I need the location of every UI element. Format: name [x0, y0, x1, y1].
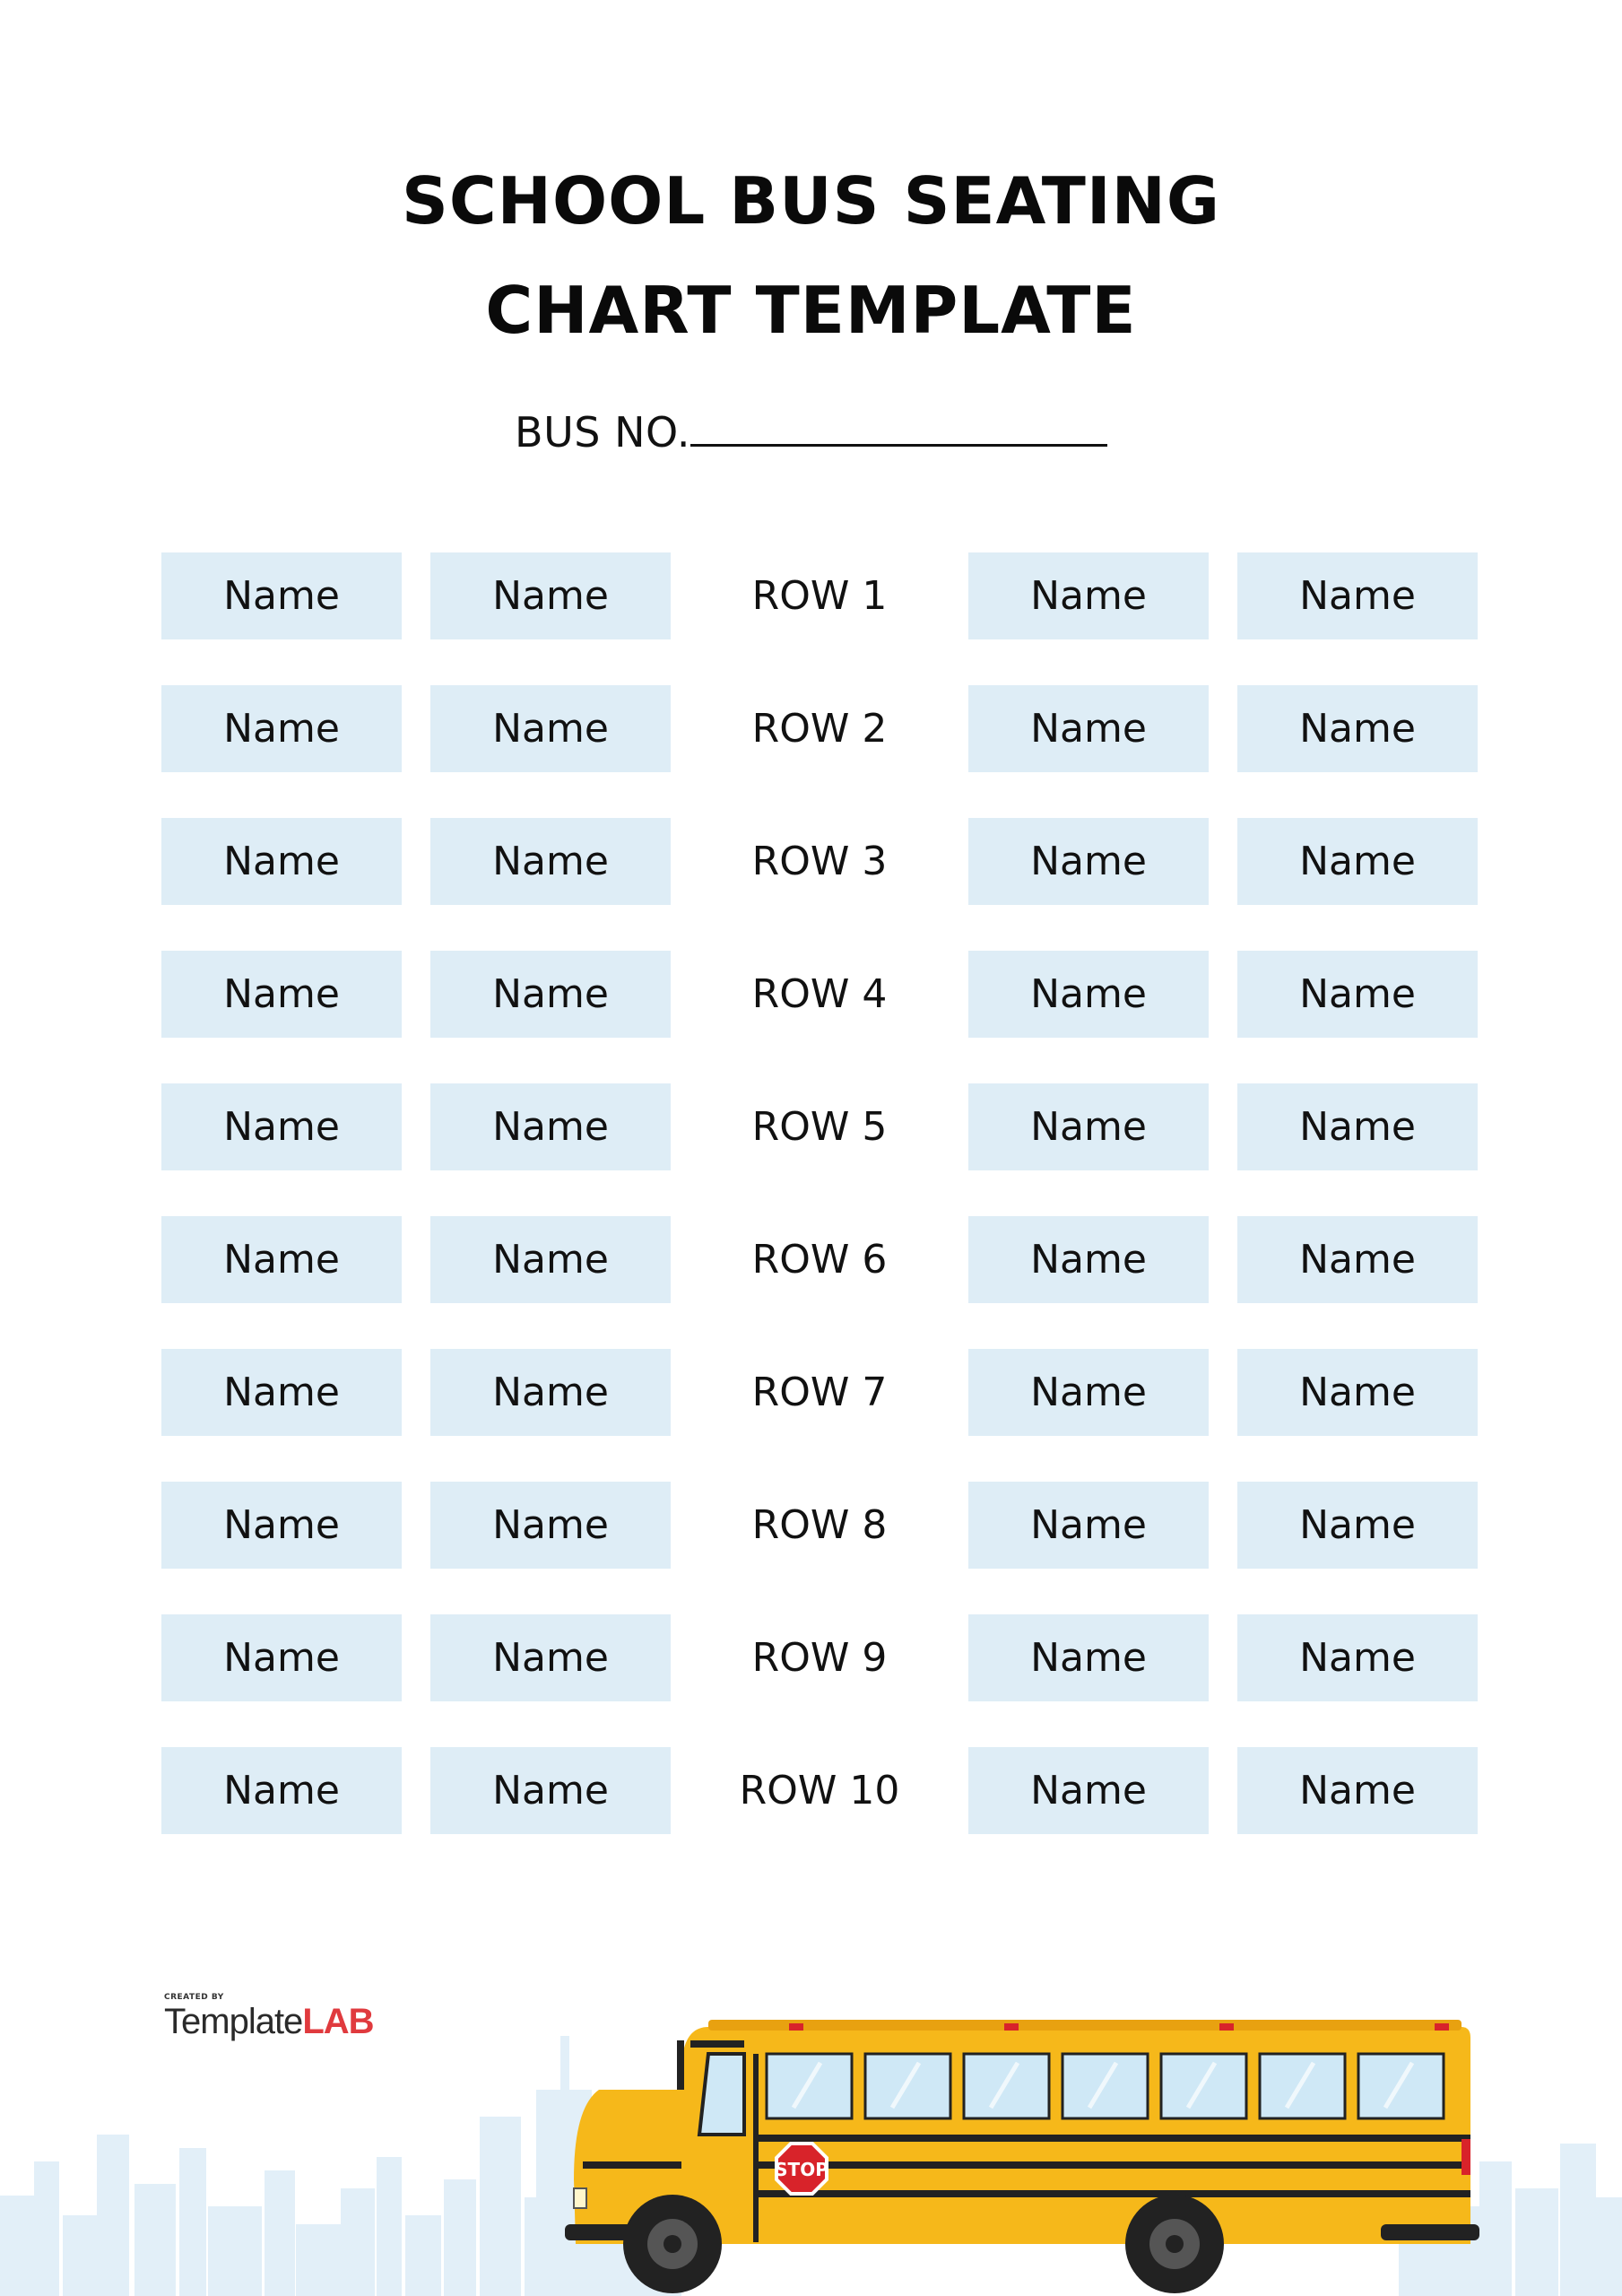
seat-name-cell[interactable]: Name — [430, 1349, 671, 1436]
seat-name-cell[interactable]: Name — [1237, 1216, 1478, 1303]
seat-name-cell[interactable]: Name — [968, 818, 1209, 905]
seat-row: Name Name ROW 10 Name Name — [161, 1747, 1478, 1834]
seat-row: Name Name ROW 8 Name Name — [161, 1482, 1478, 1569]
seat-name-cell[interactable]: Name — [430, 685, 671, 772]
logo-created-by: CREATED BY — [164, 1993, 224, 2002]
seat-name-cell[interactable]: Name — [430, 1216, 671, 1303]
seat-name-cell[interactable]: Name — [161, 1083, 402, 1170]
seat-row: Name Name ROW 5 Name Name — [161, 1083, 1478, 1170]
seat-name-cell[interactable]: Name — [430, 552, 671, 639]
bus-number-label: BUS NO. — [515, 408, 690, 457]
seat-row: Name Name ROW 4 Name Name — [161, 951, 1478, 1038]
stop-sign-icon: STOP — [775, 2142, 828, 2196]
row-label: ROW 9 — [751, 1635, 888, 1681]
logo-template-text: Template — [164, 2002, 303, 2041]
seat-name-cell[interactable]: Name — [161, 552, 402, 639]
row-label: ROW 7 — [751, 1370, 888, 1415]
seat-name-cell[interactable]: Name — [1237, 685, 1478, 772]
seat-name-cell[interactable]: Name — [161, 1349, 402, 1436]
seat-name-cell[interactable]: Name — [161, 818, 402, 905]
seat-name-cell[interactable]: Name — [968, 1083, 1209, 1170]
seat-row: Name Name ROW 6 Name Name — [161, 1216, 1478, 1303]
row-label: ROW 3 — [751, 839, 888, 884]
logo-lab-text: LAB — [302, 2002, 374, 2041]
seat-name-cell[interactable]: Name — [1237, 1083, 1478, 1170]
seat-name-cell[interactable]: Name — [430, 1083, 671, 1170]
seat-name-cell[interactable]: Name — [161, 1216, 402, 1303]
seat-name-cell[interactable]: Name — [968, 552, 1209, 639]
seat-name-cell[interactable]: Name — [1237, 1349, 1478, 1436]
templatelab-logo: CREATED BY TemplateLAB — [164, 1993, 375, 2041]
bus-skyline-illustration: STOP — [0, 2020, 1622, 2296]
seat-row: Name Name ROW 7 Name Name — [161, 1349, 1478, 1436]
rear-wheel — [1125, 2195, 1224, 2293]
row-label: ROW 4 — [751, 971, 888, 1017]
logo-brand: TemplateLAB — [164, 2002, 375, 2041]
bus-number-blank-line[interactable] — [690, 408, 1107, 447]
stop-sign-text: STOP — [775, 2159, 828, 2180]
city-skyline — [0, 2036, 1622, 2296]
seat-name-cell[interactable]: Name — [1237, 818, 1478, 905]
seat-name-cell[interactable]: Name — [161, 1747, 402, 1834]
seat-row: Name Name ROW 3 Name Name — [161, 818, 1478, 905]
seat-name-cell[interactable]: Name — [1237, 951, 1478, 1038]
seat-name-cell[interactable]: Name — [161, 1614, 402, 1701]
seat-row: Name Name ROW 1 Name Name — [161, 552, 1478, 639]
seat-name-cell[interactable]: Name — [430, 1614, 671, 1701]
seat-name-cell[interactable]: Name — [1237, 552, 1478, 639]
seat-name-cell[interactable]: Name — [1237, 1614, 1478, 1701]
page-title-line-1: SCHOOL BUS SEATING — [401, 163, 1220, 239]
seating-grid: Name Name ROW 1 Name Name Name Name ROW … — [161, 552, 1478, 1880]
seat-name-cell[interactable]: Name — [968, 951, 1209, 1038]
seat-name-cell[interactable]: Name — [968, 685, 1209, 772]
seat-name-cell[interactable]: Name — [430, 951, 671, 1038]
row-label: ROW 1 — [751, 573, 888, 619]
page-title-line-2: CHART TEMPLATE — [485, 273, 1137, 348]
seat-name-cell[interactable]: Name — [161, 951, 402, 1038]
seat-name-cell[interactable]: Name — [968, 1216, 1209, 1303]
seat-name-cell[interactable]: Name — [430, 1482, 671, 1569]
seat-name-cell[interactable]: Name — [430, 1747, 671, 1834]
row-label: ROW 6 — [751, 1237, 888, 1283]
seat-name-cell[interactable]: Name — [968, 1482, 1209, 1569]
front-wheel — [623, 2195, 722, 2293]
row-label: ROW 8 — [751, 1502, 888, 1548]
row-label: ROW 5 — [751, 1104, 888, 1150]
row-label: ROW 10 — [739, 1768, 900, 1813]
seat-row: Name Name ROW 2 Name Name — [161, 685, 1478, 772]
bus-number-field: BUS NO. — [0, 408, 1622, 457]
seat-name-cell[interactable]: Name — [968, 1747, 1209, 1834]
row-label: ROW 2 — [751, 706, 888, 752]
seat-name-cell[interactable]: Name — [1237, 1482, 1478, 1569]
seat-name-cell[interactable]: Name — [161, 1482, 402, 1569]
school-bus-icon: STOP — [565, 2020, 1479, 2293]
seat-name-cell[interactable]: Name — [968, 1614, 1209, 1701]
seat-name-cell[interactable]: Name — [1237, 1747, 1478, 1834]
seat-name-cell[interactable]: Name — [430, 818, 671, 905]
seat-row: Name Name ROW 9 Name Name — [161, 1614, 1478, 1701]
seat-name-cell[interactable]: Name — [161, 685, 402, 772]
seat-name-cell[interactable]: Name — [968, 1349, 1209, 1436]
